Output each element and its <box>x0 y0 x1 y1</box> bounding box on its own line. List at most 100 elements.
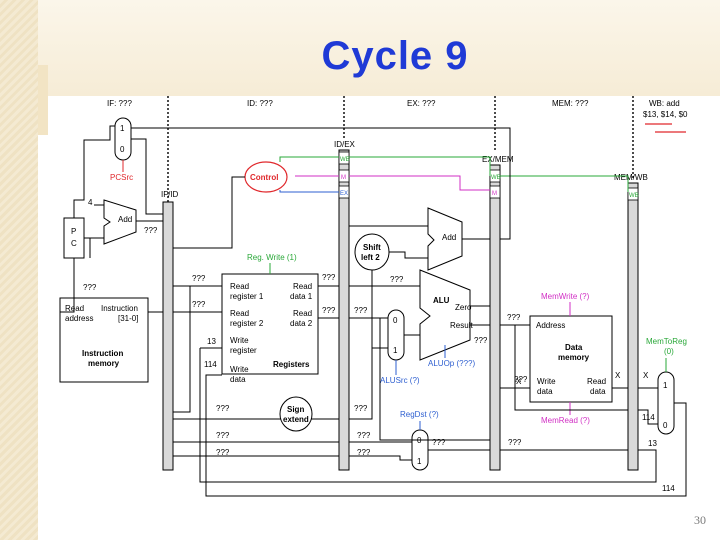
regwrite-signal: Reg. Write (1) <box>247 253 297 262</box>
alu-in-a-value: ??? <box>390 275 404 284</box>
rt-ex-value: ??? <box>357 431 371 440</box>
pc-label-p: P <box>71 227 76 236</box>
imem-title-l1: Instruction <box>82 349 123 358</box>
shift-left-l2: left 2 <box>361 253 380 262</box>
dmem-read-l1: Read <box>587 377 606 386</box>
mem-address-value: ??? <box>507 313 521 322</box>
pc-plus4-value: ??? <box>144 226 158 235</box>
pc-adder <box>103 199 137 245</box>
branch-adder-label: Add <box>442 233 456 242</box>
pc-mux-input-1: 1 <box>120 124 125 133</box>
alusrc-signal: ALUSrc (?) <box>380 376 420 385</box>
stage-label-mem: MEM: ??? <box>552 99 589 108</box>
stage-dividers <box>167 96 634 470</box>
rd-field-value: ??? <box>216 448 230 457</box>
alusrc-mux-0: 0 <box>393 316 398 325</box>
regdst-signal: RegDst (?) <box>400 410 439 419</box>
reg-write-data-l2: data <box>230 375 246 384</box>
instruction-memory <box>59 297 149 383</box>
page-number: 30 <box>694 513 706 527</box>
sign-extend-l2: extend <box>283 415 309 424</box>
shift-left-l1: Shift <box>363 243 381 252</box>
alu-result-label: Result <box>450 321 473 330</box>
write-data-value: 114 <box>204 360 217 369</box>
reg-write-data-l1: Write <box>230 365 249 374</box>
write-register-value: 13 <box>207 337 216 346</box>
read-data2-l1: Read <box>293 309 312 318</box>
pcsrc-label: PCSrc <box>110 173 133 182</box>
imem-read-address-l1: Read <box>65 304 84 313</box>
id-ex-m-field: M <box>341 175 346 181</box>
dmem-address-label: Address <box>536 321 565 330</box>
stage-label-ex: EX: ??? <box>407 99 436 108</box>
dmem-read-l2: data <box>590 387 606 396</box>
imem-title-l2: memory <box>88 359 120 368</box>
pc-mux-input-0: 0 <box>120 145 125 154</box>
slide-title: Cycle 9 <box>321 34 469 78</box>
data-memory <box>529 315 613 403</box>
alu-zero-label: Zero <box>455 303 472 312</box>
mem-dest-value: ??? <box>508 438 522 447</box>
pipeline-register-bars <box>162 149 639 471</box>
program-counter <box>63 217 85 259</box>
shift-left-2-unit <box>354 233 390 271</box>
id-ex-label: ID/EX <box>334 140 356 149</box>
rd-ex-value: ??? <box>357 448 371 457</box>
stage-label-wb: WB: add <box>649 99 680 108</box>
memtoreg-signal-l2: (0) <box>664 347 674 356</box>
wb-dest-value: 13 <box>648 439 657 448</box>
imem-instruction-l2: [31-0] <box>118 314 138 323</box>
ex-mem-wb-field: WB <box>491 175 501 181</box>
sign-extend-l1: Sign <box>287 405 304 414</box>
imm-in-value: ??? <box>216 404 230 413</box>
alu-result-value: ??? <box>474 336 488 345</box>
wb-stage-wires <box>199 348 687 497</box>
ex-stage-wires <box>349 225 490 461</box>
stage-label-if: IF: ??? <box>107 99 132 108</box>
control-unit-label: Control <box>250 173 278 182</box>
mem-write-data-q: ??? <box>514 375 528 384</box>
dmem-title-l1: Data <box>565 343 583 352</box>
rt-field-value: ??? <box>216 431 230 440</box>
if-id-label: IF/ID <box>161 190 179 199</box>
wb-read-data-value: X <box>643 371 649 380</box>
sign-extend-unit <box>279 396 313 432</box>
write-register-l1: Write <box>230 336 249 345</box>
alu <box>419 269 471 361</box>
control-lines <box>279 156 629 193</box>
read-data1-l1: Read <box>293 282 312 291</box>
slide-decoration-strip <box>0 0 38 540</box>
pc-adder-label: Add <box>118 215 132 224</box>
alusrc-mux-1: 1 <box>393 346 398 355</box>
read-data2-l2: data 2 <box>290 319 313 328</box>
read-reg1-value: ??? <box>192 274 206 283</box>
reg-read2-l1: Read <box>230 309 249 318</box>
alu-in-b-value: ??? <box>354 306 368 315</box>
imm-out-value: ??? <box>354 404 368 413</box>
regdst-mux-1: 1 <box>417 457 422 466</box>
mem-wb-label: MEM/WB <box>614 173 648 182</box>
write-register-l2: register <box>230 346 257 355</box>
aluop-signal: ALUOp (???) <box>428 359 475 368</box>
read-reg2-value: ??? <box>192 300 206 309</box>
read-data1-value: ??? <box>322 273 336 282</box>
slide-corner-decoration <box>38 65 48 135</box>
mem-read-data-value: X <box>615 371 621 380</box>
imem-instruction-l1: Instruction <box>101 304 138 313</box>
dmem-title-l2: memory <box>558 353 590 362</box>
stage-label-id: ID: ??? <box>247 99 273 108</box>
registers-title: Registers <box>273 360 310 369</box>
wb-result-value: 114 <box>662 484 675 493</box>
reg-read1-l2: register 1 <box>230 292 264 301</box>
id-ex-wb-field: WB <box>340 157 350 163</box>
ex-mem-m-field: M <box>492 191 497 197</box>
ex-mem-label: EX/MEM <box>482 155 514 164</box>
regdst-out-value: ??? <box>432 438 446 447</box>
reg-read1-l1: Read <box>230 282 249 291</box>
diagram-area <box>52 96 680 500</box>
memwrite-signal: MemWrite (?) <box>541 292 590 301</box>
if-stage-wires <box>60 125 163 313</box>
mem-wb-wb-field: WB <box>629 193 639 199</box>
slide-header-band <box>38 0 720 96</box>
